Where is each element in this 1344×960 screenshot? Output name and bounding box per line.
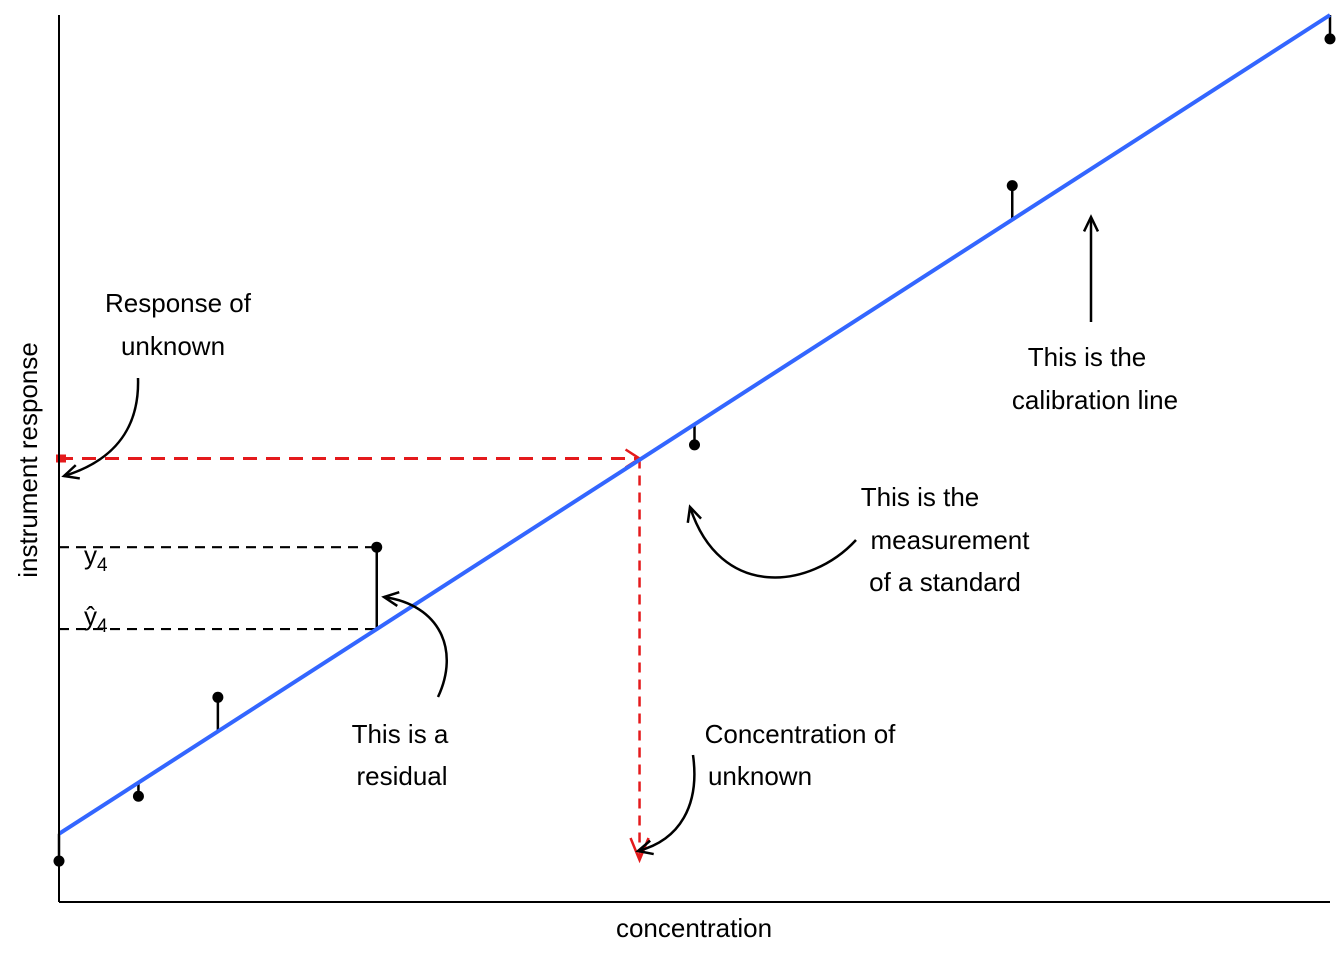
annotation-arrows xyxy=(61,214,1100,856)
residual-segments xyxy=(57,15,1332,862)
annotation-calibration-line: This is the calibration line xyxy=(1012,342,1178,415)
y4-label: y4 xyxy=(84,540,108,576)
data-points xyxy=(53,33,1336,867)
annotation-residual: This is a residual xyxy=(352,719,449,791)
unknown-response-marker xyxy=(56,454,66,463)
annotation-response-unknown: Response of unknown xyxy=(105,288,252,361)
svg-text:measurement: measurement xyxy=(871,525,1031,555)
data-point xyxy=(371,541,383,553)
concentration-unknown-arrow xyxy=(635,754,696,856)
y4-hat-label: ŷ4 xyxy=(84,601,108,637)
x-axis-label: concentration xyxy=(616,913,772,943)
calibration-line xyxy=(57,13,1332,836)
svg-text:This is the: This is the xyxy=(1028,342,1147,372)
svg-text:This is a: This is a xyxy=(352,719,449,749)
annotation-standard: This is the measurement of a standard xyxy=(861,482,1031,597)
data-point xyxy=(1324,33,1336,45)
svg-text:unknown: unknown xyxy=(121,331,225,361)
data-point xyxy=(132,790,144,802)
calibration-line-arrow xyxy=(1082,214,1100,322)
response-unknown-arrow xyxy=(61,377,140,480)
data-point xyxy=(689,439,700,451)
data-point xyxy=(212,691,224,703)
annotation-concentration-unknown: Concentration of unknown xyxy=(705,719,897,791)
standard-arrow xyxy=(686,504,857,579)
guide-lines xyxy=(56,448,650,864)
svg-text:residual: residual xyxy=(356,761,447,791)
svg-text:This is the: This is the xyxy=(861,482,980,512)
svg-text:unknown: unknown xyxy=(708,761,812,791)
svg-text:Response of: Response of xyxy=(105,288,252,318)
y-axis-label: instrument response xyxy=(13,342,43,578)
svg-text:Concentration of: Concentration of xyxy=(705,719,897,749)
data-point xyxy=(1006,180,1018,192)
svg-text:calibration line: calibration line xyxy=(1012,385,1178,415)
residual-arrow xyxy=(381,590,448,698)
svg-text:of a standard: of a standard xyxy=(869,567,1021,597)
